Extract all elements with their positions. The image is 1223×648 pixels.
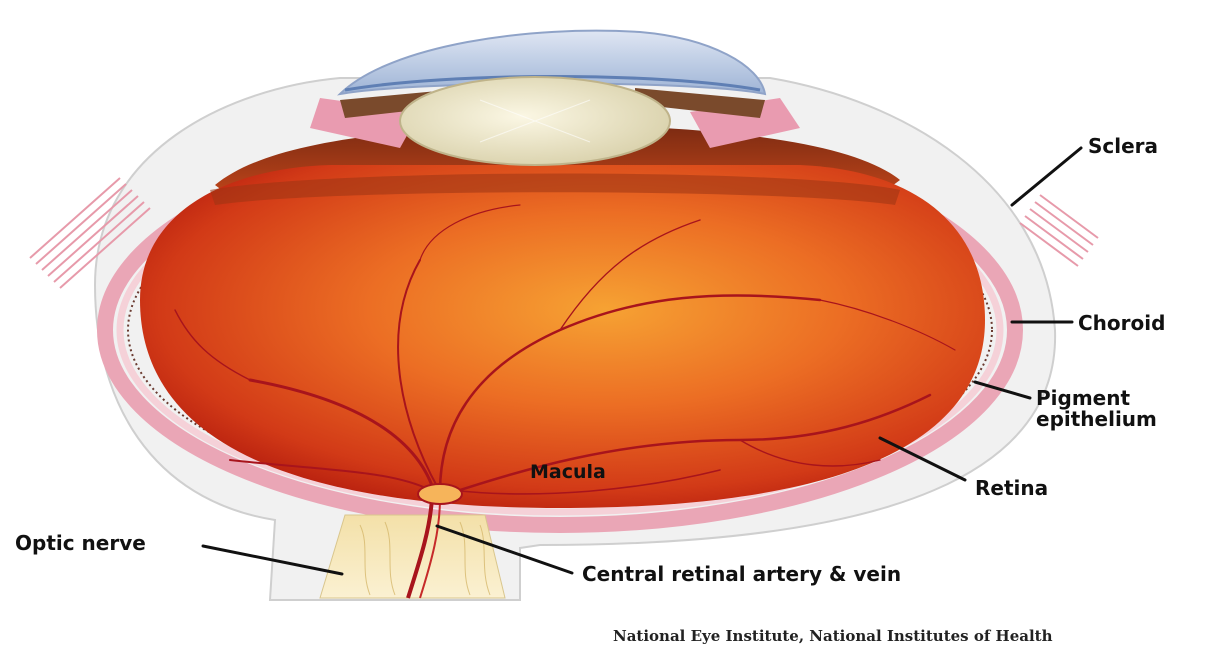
label-retina: Retina [975,476,1048,500]
label-macula: Macula [530,461,606,483]
leader-sclera [1012,148,1081,205]
label-central-retinal: Central retinal artery & vein [582,562,901,586]
optic-disc [418,484,462,504]
label-sclera: Sclera [1088,134,1158,158]
credit-line: National Eye Institute, National Institu… [613,627,1053,645]
lens [400,77,670,165]
globe-interior [140,165,985,508]
label-pigment-line2: epithelium [1036,407,1157,431]
label-choroid: Choroid [1078,311,1165,335]
label-optic-nerve: Optic nerve [15,531,146,555]
